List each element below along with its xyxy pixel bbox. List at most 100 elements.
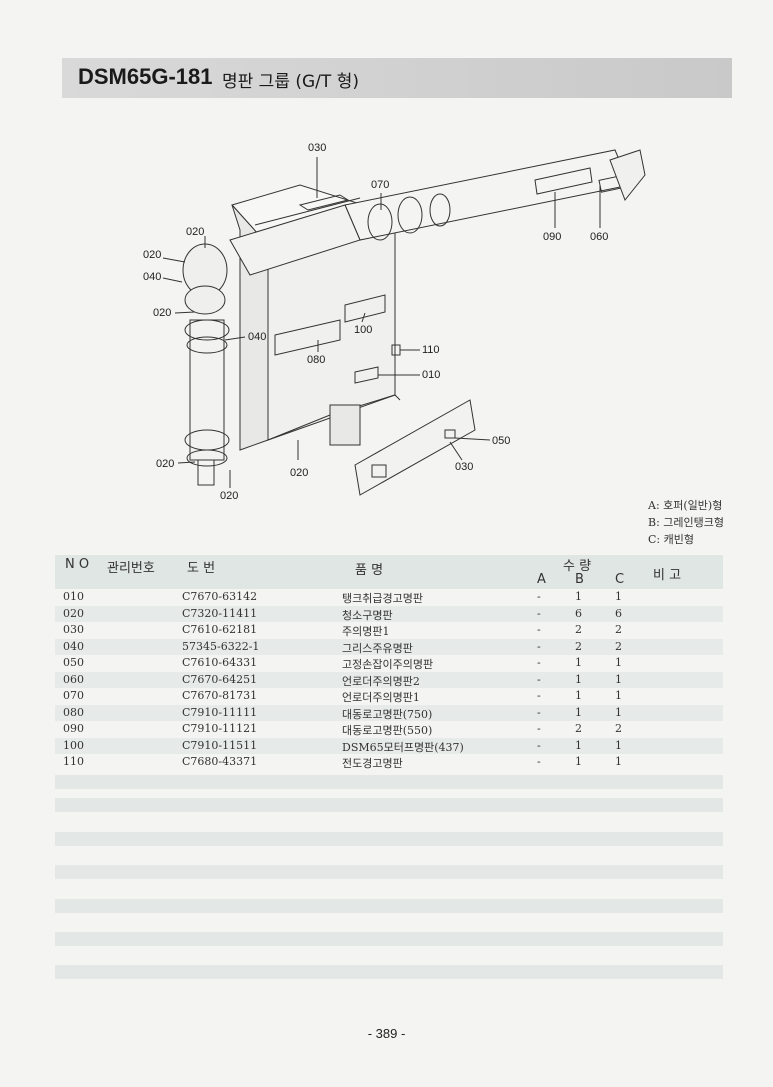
cell-name: 청소구명판 <box>342 608 393 622</box>
empty-row-band <box>55 932 723 946</box>
cell-no: 050 <box>63 656 84 669</box>
plate-010 <box>354 366 379 384</box>
cell-c: 1 <box>615 689 622 702</box>
plate-080 <box>274 319 341 356</box>
cell-a: - <box>537 722 541 735</box>
callout-label: 040 <box>143 271 161 283</box>
cell-c: 1 <box>615 755 622 768</box>
group-subtitle: 명판 그룹 (G/T 형) <box>222 72 359 92</box>
cell-name: 언로더주의명판1 <box>342 691 420 704</box>
callout-label: 090 <box>543 231 561 243</box>
cell-name: 그리스주유명판 <box>342 641 413 655</box>
cell-b: 1 <box>575 590 582 603</box>
auger-pipe <box>344 149 631 241</box>
cell-name: 탱크취급경고명판 <box>342 592 423 605</box>
cell-name: 전도경고명판 <box>342 757 403 770</box>
cell-part: C7670-81731 <box>182 689 258 702</box>
col-qty-a: A <box>537 572 546 587</box>
vertical-pipe <box>189 319 225 461</box>
cell-a: - <box>537 689 541 702</box>
plate-050-030 <box>354 399 476 496</box>
callout-label: 020 <box>153 307 171 319</box>
cell-b: 6 <box>575 606 582 620</box>
table-row: 110 C7680-43371 전도경고명판 - 1 1 <box>55 754 723 771</box>
cell-b: 1 <box>575 656 582 669</box>
title-bar <box>62 58 732 98</box>
empty-row-band <box>55 798 723 812</box>
callout-label: 040 <box>248 331 266 343</box>
cell-name: 대동로고명판(750) <box>342 707 433 721</box>
callout-label: 020 <box>290 467 308 479</box>
cell-c: 6 <box>615 606 622 620</box>
callout-label: 030 <box>308 142 326 154</box>
cell-no: 020 <box>63 606 84 620</box>
cell-b: 1 <box>575 689 582 702</box>
plate-090 <box>534 167 593 195</box>
cell-a: - <box>537 656 541 669</box>
cell-b: 1 <box>575 755 582 768</box>
col-qty: 수 량 <box>563 559 592 574</box>
cell-a: - <box>537 672 541 686</box>
col-no: N O <box>65 557 90 572</box>
callout-label: 020 <box>186 226 204 238</box>
type-legend: A: 호퍼(일반)형 B: 그레인탱크형 C: 캐빈형 <box>648 497 724 548</box>
cell-no: 080 <box>63 705 84 719</box>
model-title: DSM65G-181 <box>78 64 213 89</box>
cell-no: 030 <box>63 623 84 636</box>
callout-label: 070 <box>371 179 389 191</box>
cell-c: 2 <box>615 639 622 653</box>
cell-b: 1 <box>575 672 582 686</box>
cell-no: 110 <box>63 755 84 768</box>
cell-a: - <box>537 606 541 620</box>
empty-row-band <box>55 775 723 789</box>
empty-row-band <box>55 865 723 879</box>
cell-part: C7670-63142 <box>182 590 258 603</box>
cell-part: C7670-64251 <box>182 672 258 686</box>
cell-b: 1 <box>575 738 582 752</box>
cell-a: - <box>537 705 541 719</box>
cell-no: 040 <box>63 639 84 653</box>
cell-c: 2 <box>615 623 622 636</box>
callout-label: 050 <box>492 435 510 447</box>
callout-label: 020 <box>220 490 238 502</box>
page-number: - 389 - <box>367 1026 406 1041</box>
cell-b: 1 <box>575 705 582 719</box>
cell-name: 주의명판1 <box>342 625 390 638</box>
cell-b: 2 <box>575 722 582 735</box>
plate-100 <box>344 294 386 323</box>
cell-a: - <box>537 590 541 603</box>
callout-label: 010 <box>422 369 440 381</box>
cell-part: C7910-11121 <box>182 722 258 735</box>
cell-b: 2 <box>575 623 582 636</box>
callout-label: 080 <box>307 354 325 366</box>
cell-a: - <box>537 755 541 768</box>
cell-part: C7680-43371 <box>182 755 258 768</box>
cell-c: 1 <box>615 705 622 719</box>
col-drawing: 도 번 <box>187 561 216 576</box>
table-row: 050 C7610-64331 고정손잡이주의명판 - 1 1 <box>55 655 723 672</box>
empty-row-band <box>55 965 723 979</box>
cell-c: 1 <box>615 738 622 752</box>
cell-no: 070 <box>63 689 84 702</box>
cell-name: DSM65모터프명판(437) <box>342 740 464 754</box>
table-header: N O 관리번호 도 번 품 명 수 량 A B C 비 고 <box>55 555 723 589</box>
cell-c: 1 <box>615 672 622 686</box>
callout-label: 100 <box>354 324 372 336</box>
cell-part: C7610-64331 <box>182 656 258 669</box>
cell-a: - <box>537 623 541 636</box>
cell-c: 1 <box>615 656 622 669</box>
cell-name: 대동로고명판(550) <box>342 724 433 737</box>
cell-no: 010 <box>63 590 84 603</box>
plate-030-top <box>298 194 350 211</box>
col-qty-c: C <box>615 572 625 587</box>
cell-name: 고정손잡이주의명판 <box>342 658 434 671</box>
callout-label: 020 <box>143 249 161 261</box>
cell-part: C7320-11411 <box>182 606 258 620</box>
empty-row-band <box>55 832 723 846</box>
cell-no: 100 <box>63 738 84 752</box>
